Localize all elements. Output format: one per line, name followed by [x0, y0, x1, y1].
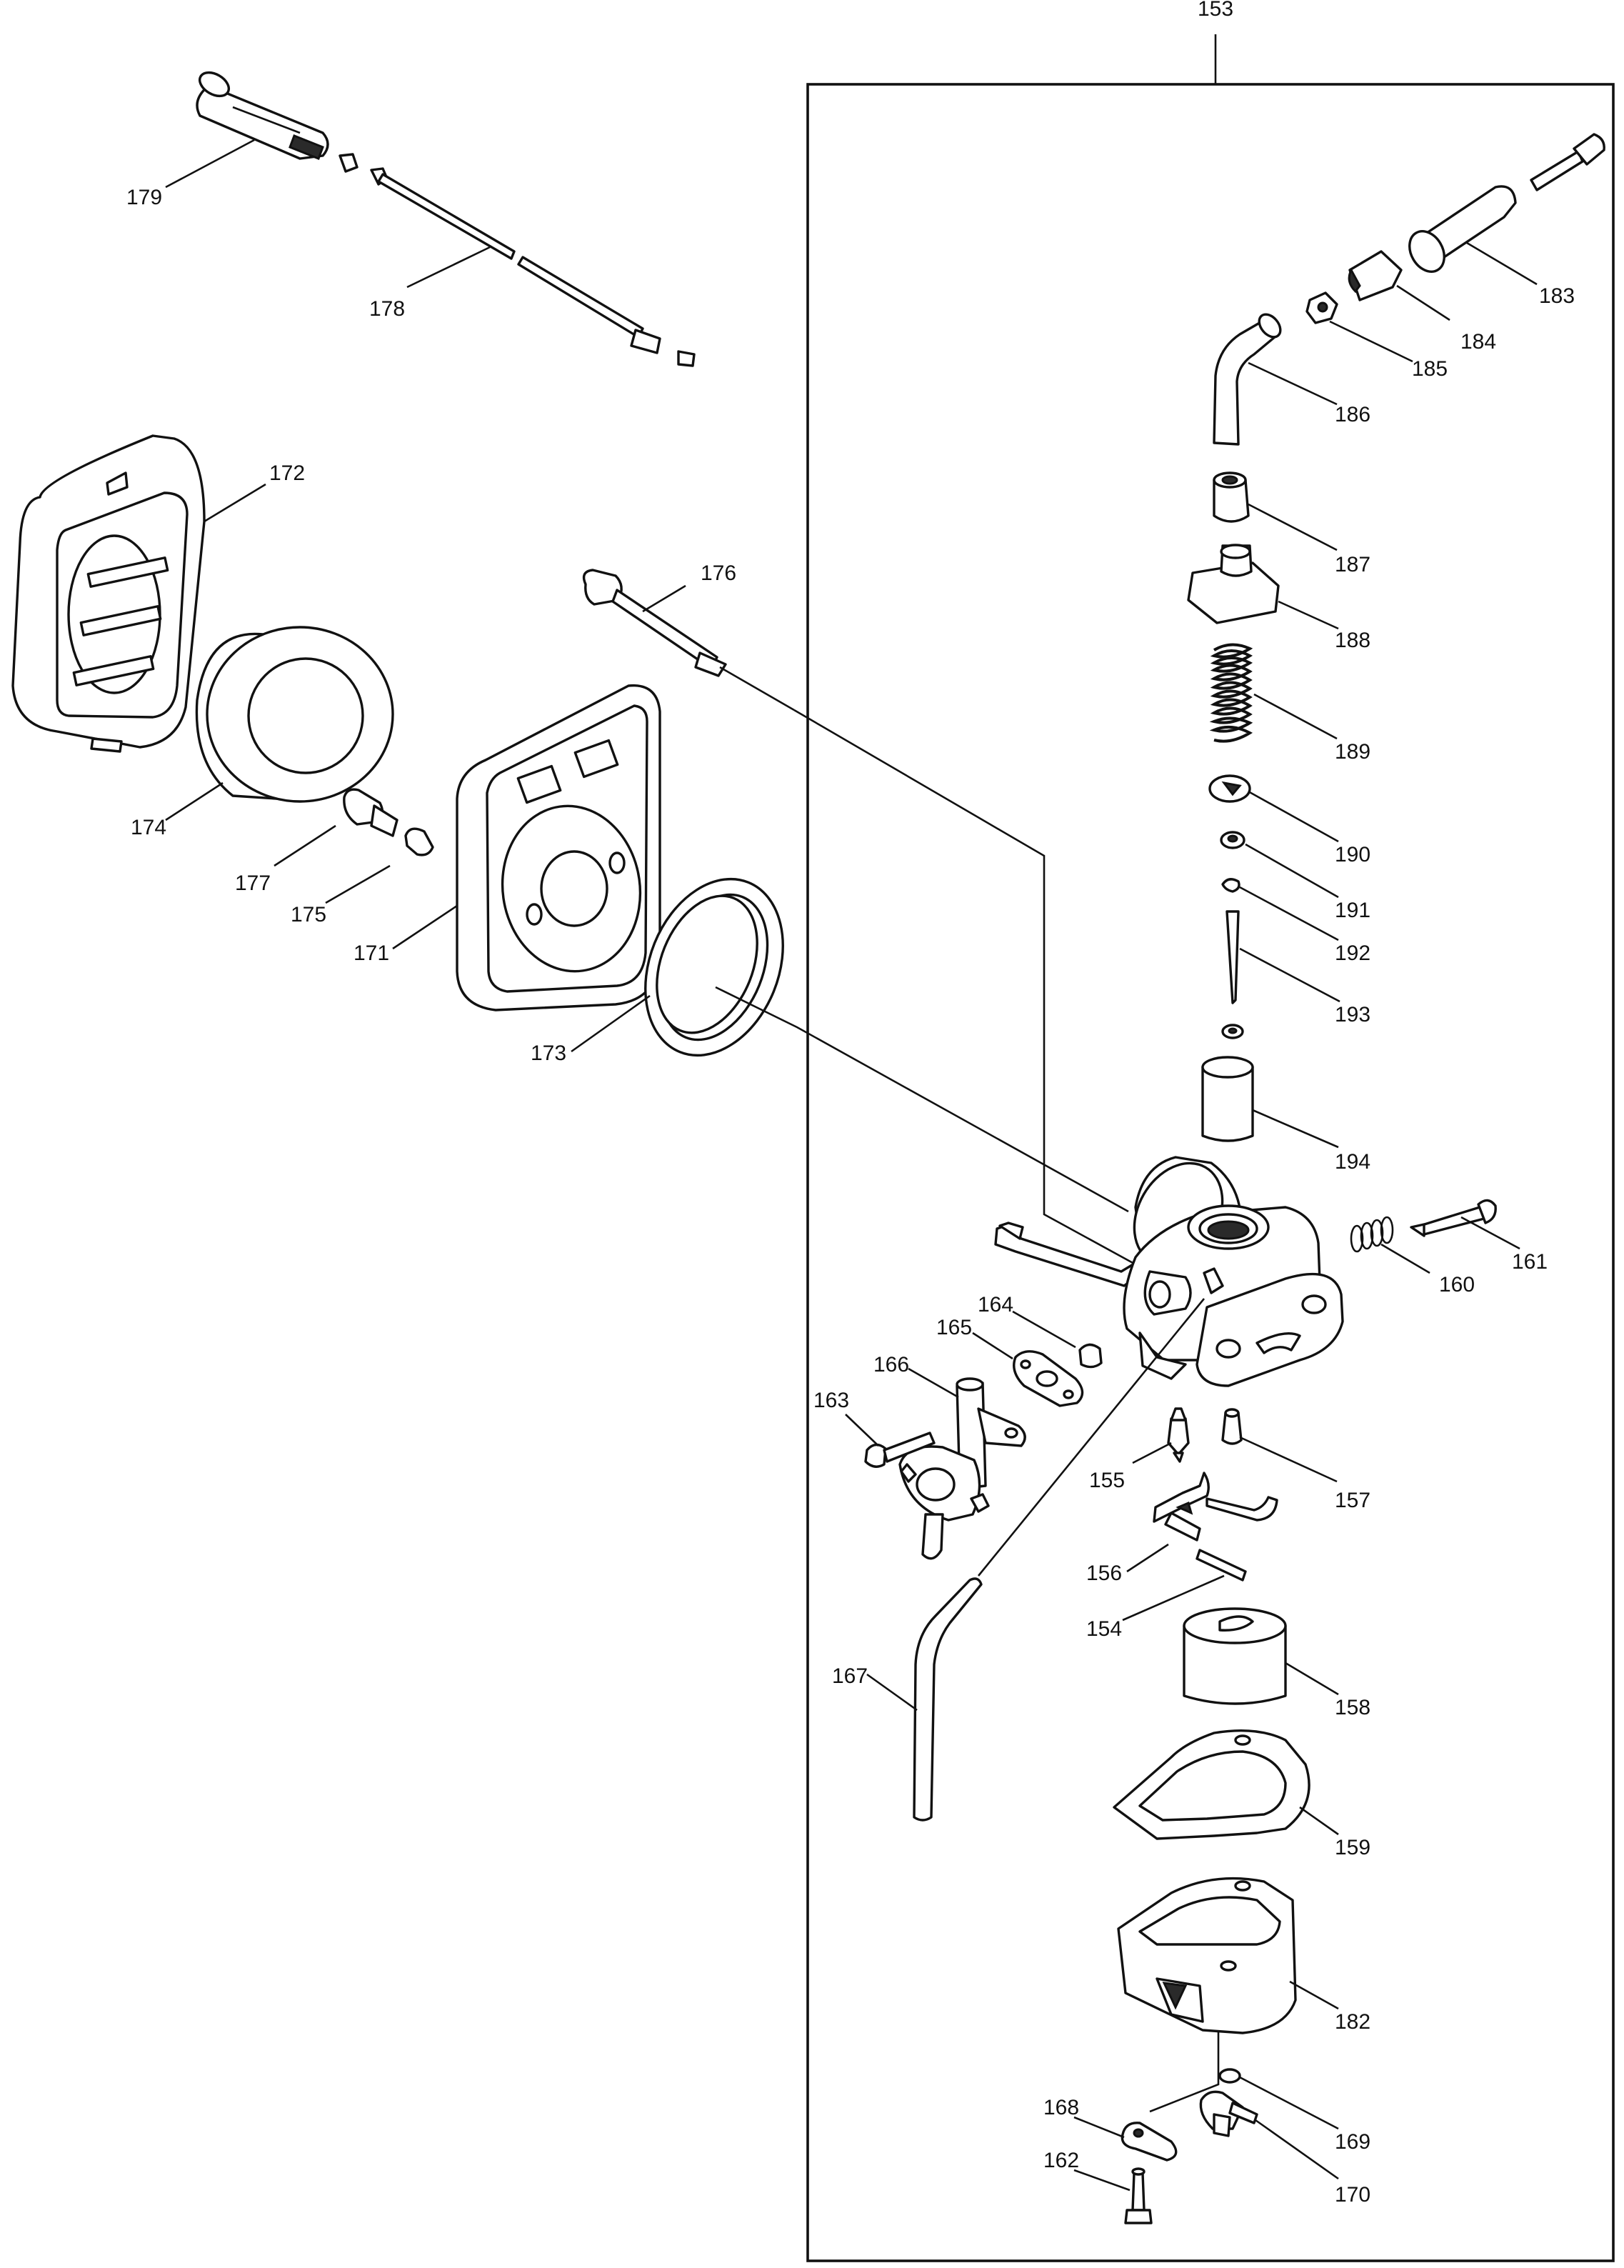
label-165: 165: [936, 1316, 972, 1339]
label-191: 191: [1335, 899, 1370, 922]
label-153: 153: [1198, 0, 1233, 21]
label-160: 160: [1439, 1273, 1475, 1297]
label-170: 170: [1335, 2183, 1370, 2207]
part-178-throttle-cable: [339, 153, 696, 367]
part-185-nut: [1305, 291, 1413, 363]
label-154: 154: [1086, 1617, 1122, 1641]
part-183-cap: [1408, 133, 1605, 286]
label-164: 164: [978, 1293, 1013, 1317]
part-175-collar: [325, 827, 434, 904]
label-193: 193: [1335, 1003, 1370, 1026]
label-189: 189: [1335, 740, 1370, 764]
part-188-cover-nut: [1187, 544, 1339, 630]
part-163-screw: [845, 1414, 936, 1468]
part-171-air-cleaner-base: [392, 684, 661, 1011]
part-190-retainer: [1208, 774, 1339, 843]
part-176-long-bolt: [582, 569, 1136, 1266]
label-173: 173: [531, 1041, 566, 1065]
part-191-washer: [1220, 831, 1339, 899]
part-187-ferrule: [1213, 471, 1338, 551]
label-162: 162: [1043, 2149, 1079, 2172]
label-192: 192: [1335, 941, 1370, 965]
part-155-float-needle: [1132, 1407, 1190, 1464]
part-169-o-ring: [1218, 2068, 1339, 2130]
part-173-gasket-ring: [571, 877, 1129, 1213]
label-183: 183: [1539, 284, 1575, 308]
label-157: 157: [1335, 1489, 1370, 1512]
part-159-float-gasket: [1113, 1729, 1339, 1840]
part-160-spring: [1350, 1216, 1430, 1274]
part-192-clip: [1221, 878, 1339, 941]
label-186: 186: [1335, 403, 1370, 426]
label-176: 176: [701, 561, 736, 585]
label-178: 178: [369, 297, 405, 321]
part-172-air-cleaner-cover: [11, 434, 266, 753]
part-154-pin: [1122, 1549, 1247, 1622]
label-158: 158: [1335, 1696, 1370, 1719]
label-185: 185: [1412, 357, 1448, 381]
label-182: 182: [1335, 2010, 1370, 2034]
part-165-gasket: [972, 1332, 1084, 1407]
label-156: 156: [1086, 1562, 1122, 1585]
part-labels: 153 179 178 172 174 177 175 176 171 173 …: [126, 0, 1575, 2207]
part-162-screw: [1073, 2167, 1153, 2224]
part-168-plate: [1073, 2116, 1178, 2162]
part-182-float-chamber: [1117, 1877, 1339, 2113]
label-161: 161: [1512, 1250, 1548, 1274]
label-179: 179: [126, 186, 162, 209]
label-159: 159: [1335, 1836, 1370, 1859]
part-161-idle-screw: [1410, 1199, 1520, 1250]
part-186-bent-tube: [1213, 313, 1338, 446]
label-184: 184: [1460, 330, 1496, 354]
label-171: 171: [354, 941, 389, 965]
part-174-filter-element: [165, 626, 394, 821]
label-194: 194: [1335, 1150, 1370, 1174]
part-189-spring: [1209, 643, 1338, 743]
carburetor-body: [994, 1156, 1344, 1387]
part-193-jet-needle: [1221, 910, 1340, 1039]
label-175: 175: [291, 903, 326, 926]
part-184-adjuster: [1348, 250, 1450, 321]
part-170-drain-screw: [1199, 2090, 1339, 2180]
part-167-fuel-tube: [866, 1298, 1206, 1822]
part-179-grip: [165, 71, 329, 189]
label-172: 172: [269, 461, 305, 485]
label-187: 187: [1335, 553, 1370, 576]
assembly-frame-153: [806, 34, 1615, 2262]
part-164-plug: [1012, 1310, 1103, 1369]
part-157-main-jet: [1221, 1408, 1338, 1483]
label-190: 190: [1335, 843, 1370, 866]
label-168: 168: [1043, 2096, 1079, 2119]
label-169: 169: [1335, 2130, 1370, 2154]
part-194-throttle-valve: [1201, 1056, 1339, 1149]
label-167: 167: [832, 1664, 868, 1688]
part-166-fuel-cock: [898, 1367, 1026, 1560]
part-156-float-arm: [1126, 1472, 1278, 1573]
label-174: 174: [131, 816, 166, 839]
label-163: 163: [813, 1389, 849, 1412]
label-166: 166: [873, 1353, 909, 1377]
label-177: 177: [235, 871, 271, 895]
label-155: 155: [1089, 1469, 1125, 1492]
part-158-float: [1183, 1607, 1339, 1705]
label-188: 188: [1335, 629, 1370, 652]
part-177-bolt: [274, 788, 399, 867]
